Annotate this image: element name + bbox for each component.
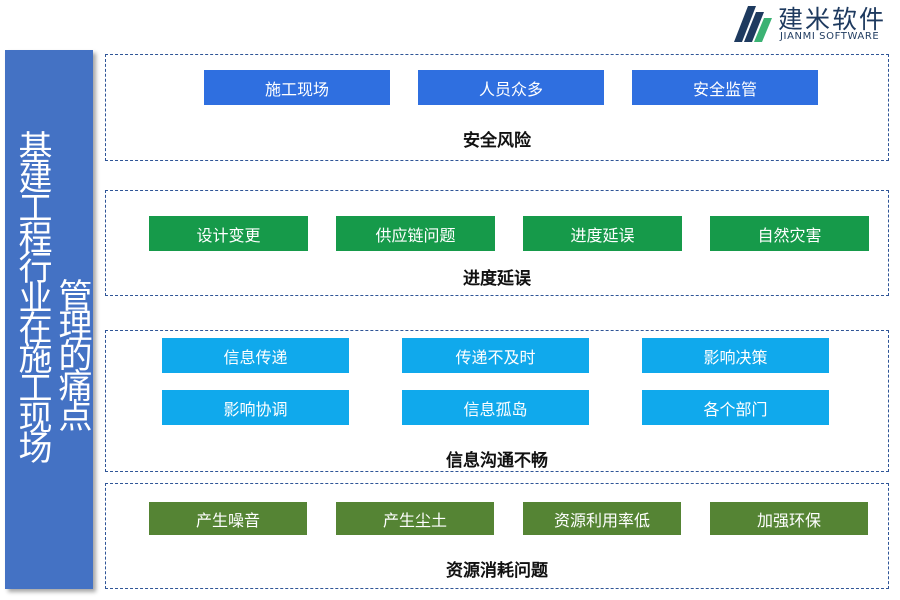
item-box: 各个部门 xyxy=(642,390,829,425)
section-resource-consumption: 产生噪音 产生尘土 资源利用率低 加强环保 资源消耗问题 xyxy=(105,483,889,589)
item-box: 安全监管 xyxy=(632,70,818,105)
section-communication: 信息传递 传递不及时 影响决策 影响协调 信息孤岛 各个部门 信息沟通不畅 xyxy=(105,330,889,472)
item-box: 资源利用率低 xyxy=(523,502,681,535)
section-label: 安全风险 xyxy=(463,131,531,151)
item-box: 进度延误 xyxy=(523,216,682,251)
item-box: 影响决策 xyxy=(642,338,829,373)
section-label: 进度延误 xyxy=(463,269,531,289)
jianmi-logo-icon xyxy=(734,6,772,42)
sidebar-title-line-1: 基建工程行业在施工现场 xyxy=(12,130,52,460)
item-box: 传递不及时 xyxy=(402,338,589,373)
brand-logo: 建米软件 JIANMI SOFTWARE xyxy=(724,0,900,44)
item-box: 供应链问题 xyxy=(336,216,495,251)
section-schedule-delay: 设计变更 供应链问题 进度延误 自然灾害 进度延误 xyxy=(105,190,889,296)
item-box: 加强环保 xyxy=(710,502,868,535)
item-box: 施工现场 xyxy=(204,70,390,105)
brand-name: 建米软件 xyxy=(778,5,887,34)
section-safety-risk: 施工现场 人员众多 安全监管 安全风险 xyxy=(105,54,889,161)
item-box: 信息孤岛 xyxy=(402,390,589,425)
item-box: 设计变更 xyxy=(149,216,308,251)
item-box: 信息传递 xyxy=(162,338,349,373)
section-label: 资源消耗问题 xyxy=(446,561,548,581)
item-box: 人员众多 xyxy=(418,70,604,105)
brand-subtitle: JIANMI SOFTWARE xyxy=(780,31,880,42)
sidebar-title-panel: 基建工程行业在施工现场 管理的痛点 xyxy=(5,50,93,589)
section-label: 信息沟通不畅 xyxy=(446,451,548,471)
item-box: 自然灾害 xyxy=(710,216,869,251)
item-box: 影响协调 xyxy=(162,390,349,425)
sidebar-title-line-2: 管理的痛点 xyxy=(52,278,92,428)
item-box: 产生尘土 xyxy=(336,502,494,535)
item-box: 产生噪音 xyxy=(149,502,307,535)
